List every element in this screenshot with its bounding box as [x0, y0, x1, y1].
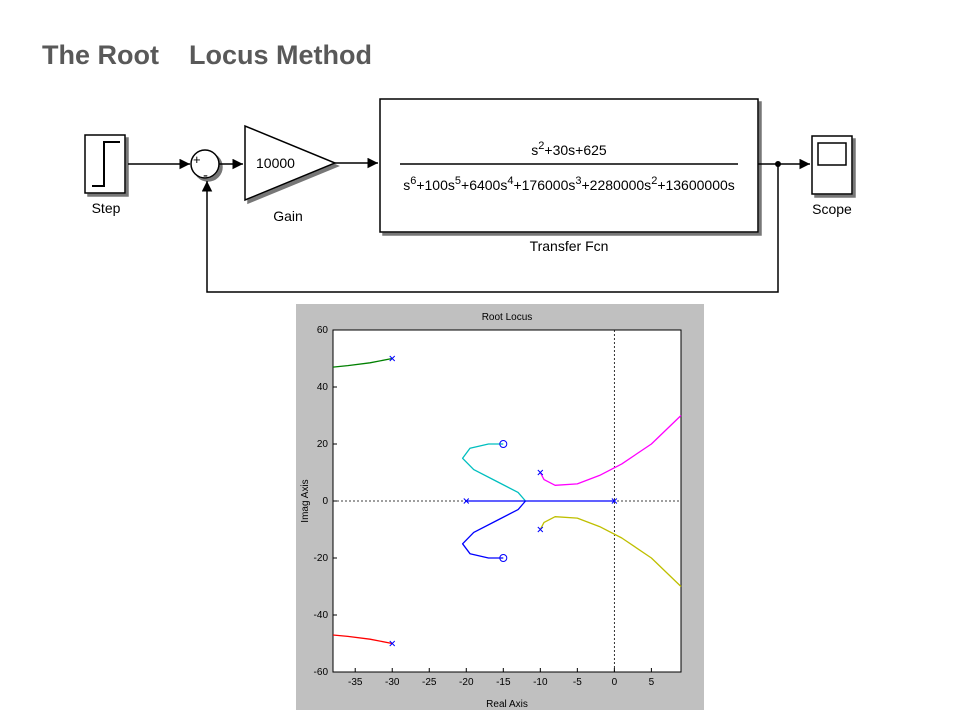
- pole-marker: [389, 355, 396, 362]
- y-tick-label: 40: [317, 382, 329, 393]
- locus-branch-1: [332, 634, 393, 645]
- exponent: 2: [538, 140, 544, 152]
- chart-title: Root Locus: [482, 312, 533, 323]
- sum-minus-sign: -: [203, 167, 208, 184]
- locus-branch-0: [332, 357, 393, 368]
- locus-branch-3: [461, 500, 526, 559]
- x-tick-label: -5: [573, 677, 582, 688]
- exponent: 2: [651, 175, 657, 187]
- x-tick-label: -25: [422, 677, 437, 688]
- y-tick-label: 20: [317, 439, 329, 450]
- term: s: [531, 142, 538, 158]
- sum-plus-sign: +: [193, 152, 201, 167]
- x-tick-label: -20: [459, 677, 474, 688]
- pole-marker: [389, 640, 396, 647]
- locus-branch-6: [539, 516, 682, 587]
- transfer-fcn-block[interactable]: s2+30s+625 s6+100s5+6400s4+176000s3+2280…: [379, 98, 759, 233]
- x-tick-label: 5: [649, 677, 655, 688]
- zero-marker: [499, 554, 508, 562]
- pole-marker: [611, 498, 618, 504]
- pole-marker: [537, 469, 544, 476]
- term: +176000s: [513, 177, 575, 193]
- step-block[interactable]: [84, 134, 126, 194]
- pole-marker: [537, 526, 544, 533]
- sum-block[interactable]: + -: [190, 149, 220, 184]
- exponent: 6: [410, 175, 416, 187]
- gain-label: Gain: [273, 208, 303, 224]
- gain-value: 10000: [256, 155, 295, 171]
- feedback-wire: [201, 164, 779, 293]
- x-tick-label: -35: [348, 677, 363, 688]
- scope-label: Scope: [812, 201, 852, 217]
- scope-block[interactable]: [811, 135, 853, 195]
- gain-block[interactable]: 10000: [244, 124, 337, 202]
- y-tick-label: 0: [322, 496, 328, 507]
- transfer-fcn-numerator: s2+30s+625: [531, 140, 607, 158]
- term: +2280000s: [582, 177, 652, 193]
- pole-zero-markers: [389, 355, 618, 647]
- x-tick-label: -30: [385, 677, 400, 688]
- x-tick-label: -10: [533, 677, 548, 688]
- exponent: 4: [507, 175, 513, 187]
- transfer-fcn-label: Transfer Fcn: [530, 238, 609, 254]
- x-tick-label: 0: [612, 677, 618, 688]
- pole-marker: [463, 498, 470, 504]
- scope-screen-icon: [817, 142, 847, 166]
- x-tick-label: -15: [496, 677, 511, 688]
- term: +13600000s: [657, 177, 734, 193]
- y-tick-label: 60: [317, 325, 329, 336]
- x-ticks: -35 -30 -25 -20 -15 -10 -5 0 5: [348, 668, 655, 688]
- zero-marker: [499, 440, 508, 448]
- locus-branch-5: [539, 415, 682, 486]
- exponent: 5: [455, 175, 461, 187]
- y-tick-label: -60: [314, 667, 329, 678]
- block-diagram: Step + - 10000 Gain s2+30s+625 s6+100s5+…: [84, 98, 853, 293]
- exponent: 3: [575, 175, 581, 187]
- y-tick-label: -40: [314, 610, 329, 621]
- transfer-fcn-denominator: s6+100s5+6400s4+176000s3+2280000s2+13600…: [403, 175, 735, 193]
- y-ticks: 60 40 20 0 -20 -40 -60: [314, 325, 337, 678]
- step-icon: [92, 141, 120, 187]
- term: +100s: [416, 177, 455, 193]
- locus-branches: [332, 357, 682, 645]
- locus-branch-2: [461, 443, 526, 502]
- step-label: Step: [92, 200, 121, 216]
- y-axis-label: Imag Axis: [300, 479, 311, 522]
- term: +30s+625: [544, 142, 606, 158]
- slide-title: The Root Locus Method: [42, 40, 372, 70]
- y-tick-label: -20: [314, 553, 329, 564]
- x-axis-label: Real Axis: [486, 699, 528, 710]
- term: s: [403, 177, 410, 193]
- term: +6400s: [461, 177, 507, 193]
